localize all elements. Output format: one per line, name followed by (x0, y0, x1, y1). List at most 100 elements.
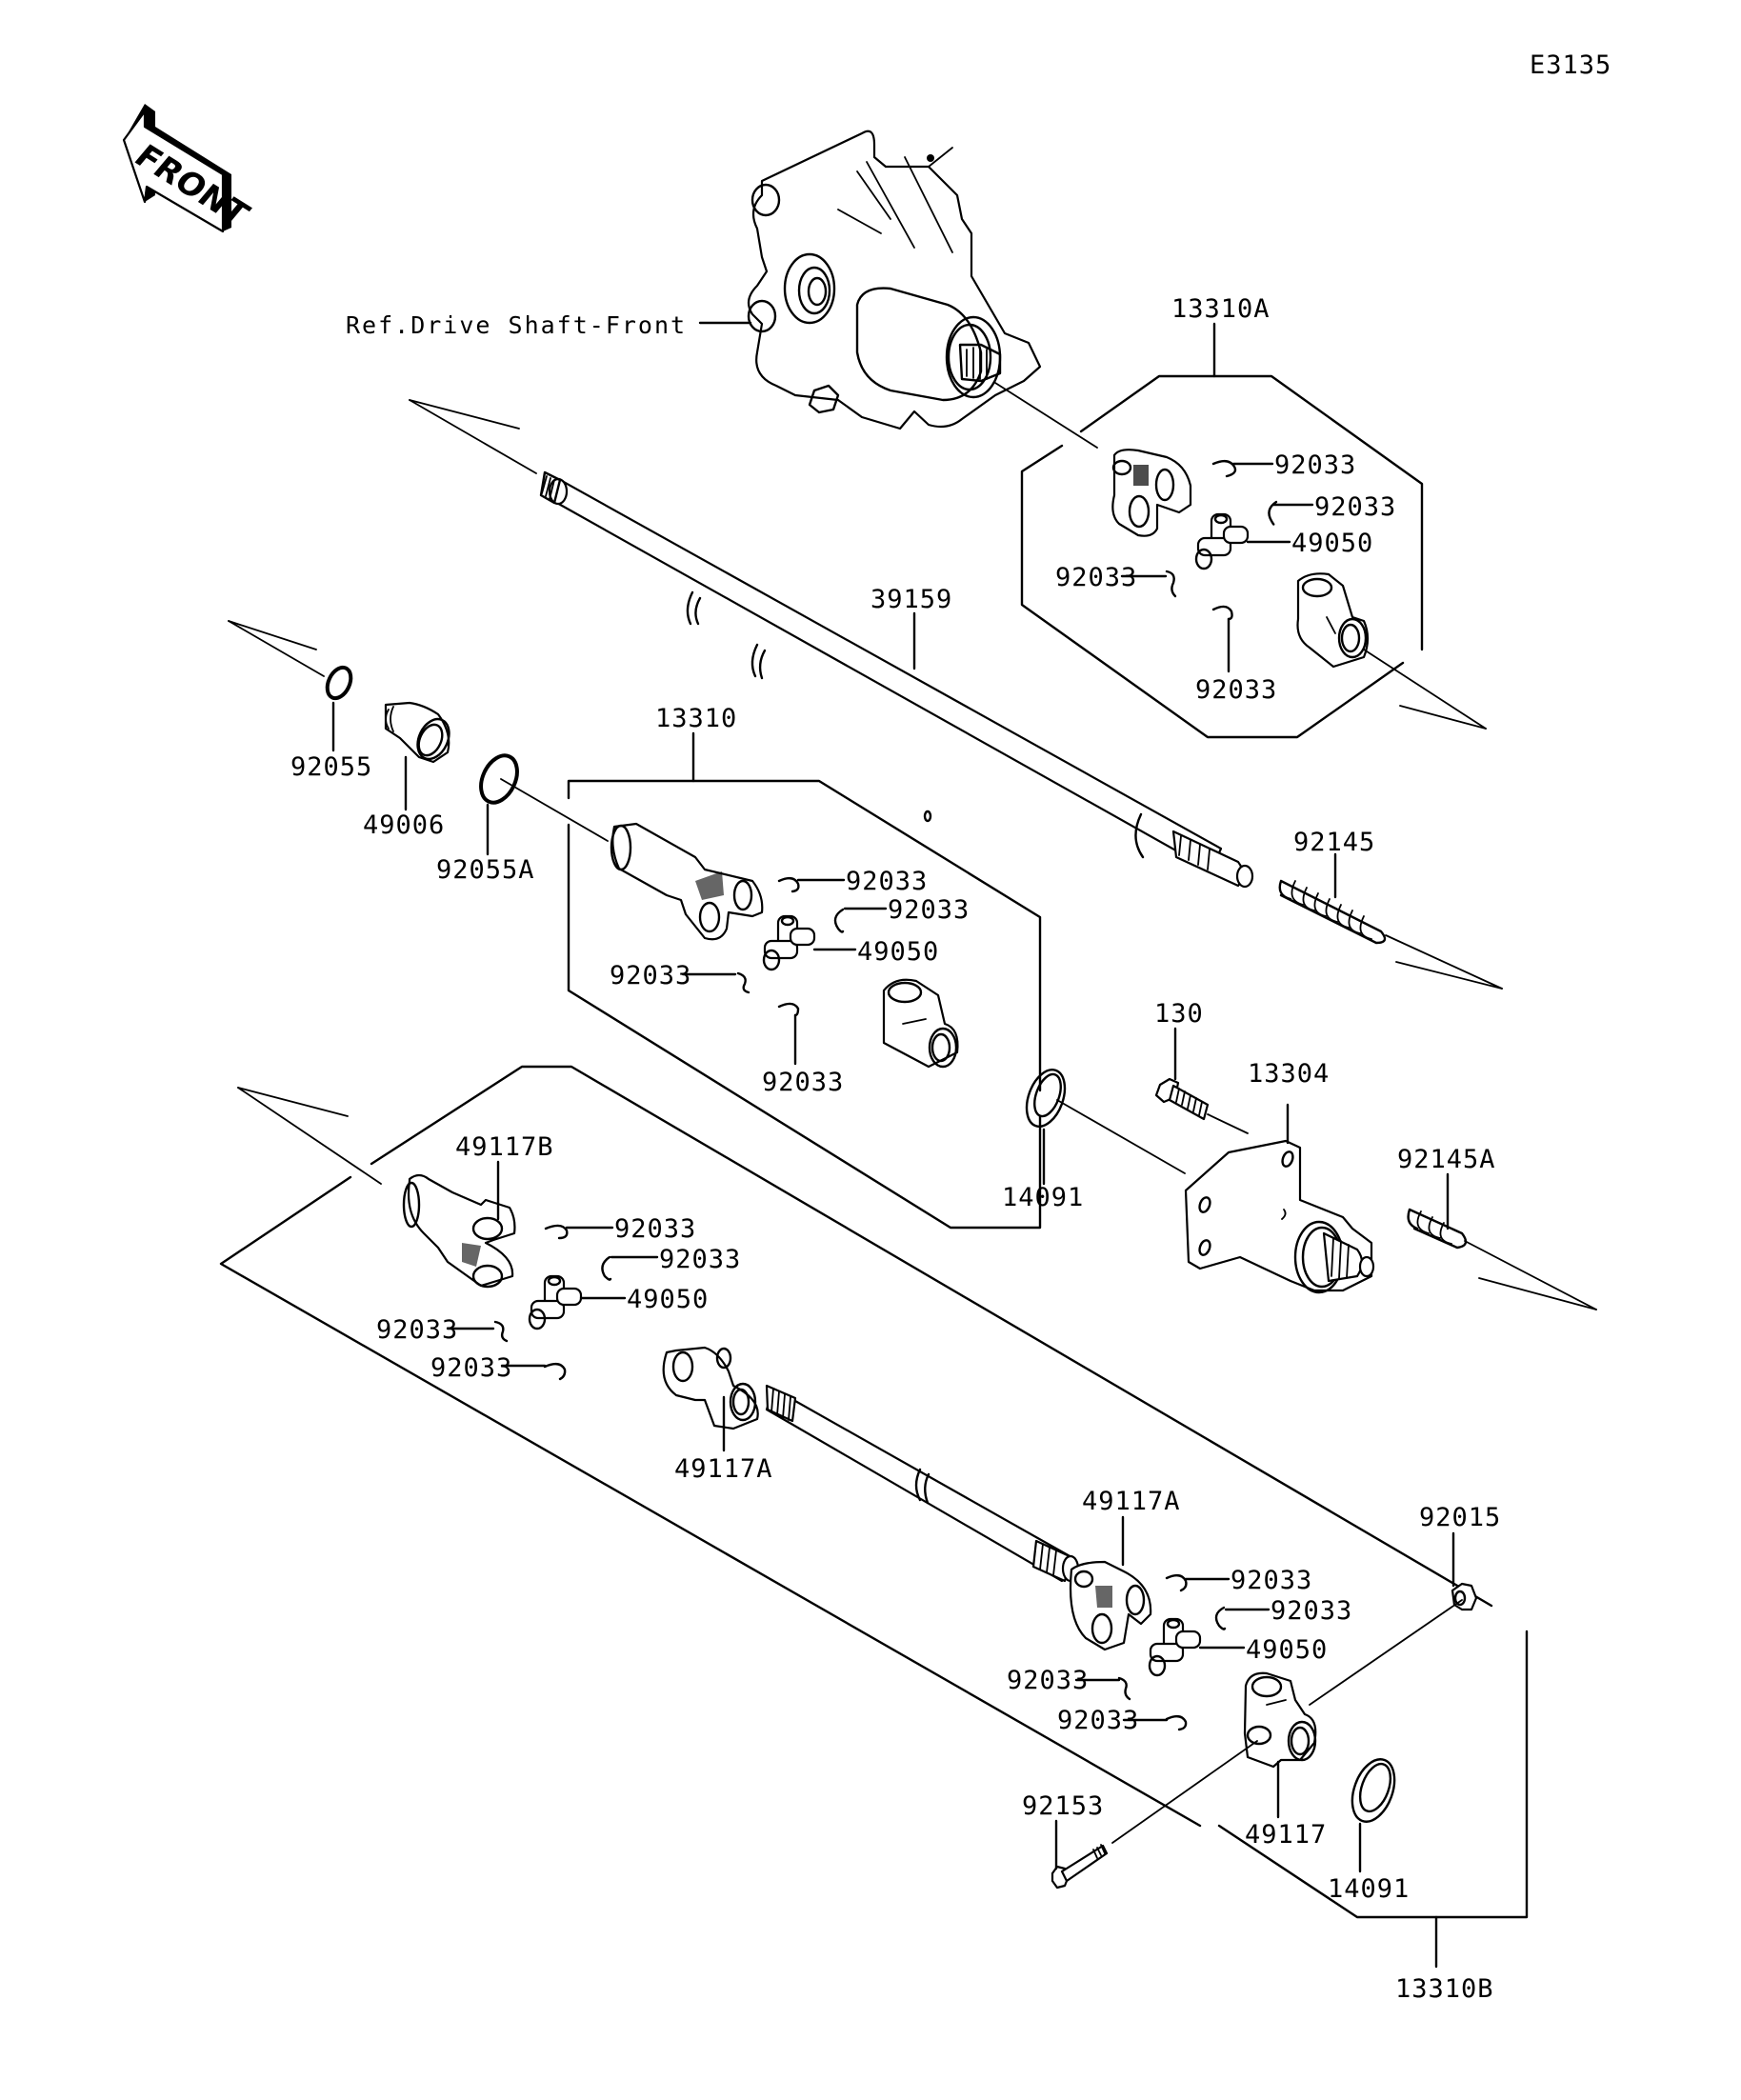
label-92033-u3: 92033 (1055, 563, 1137, 592)
shaft-39159 (539, 470, 1254, 889)
label-92145A: 92145A (1397, 1145, 1496, 1174)
label-92033-r1: 92033 (1231, 1566, 1312, 1595)
yoke-49117A-left (662, 1346, 759, 1430)
circlip-icon (544, 1224, 569, 1240)
label-49117A-left: 49117A (674, 1454, 773, 1484)
guide-line (228, 620, 317, 650)
guide-line (237, 1087, 349, 1117)
washer-14091-middle (1025, 1069, 1067, 1128)
nut-92015 (1451, 1582, 1478, 1611)
label-92033-u2: 92033 (1314, 492, 1396, 522)
yoke-13310-right (882, 978, 959, 1069)
label-92033-r4: 92033 (1057, 1706, 1139, 1735)
label-92015: 92015 (1419, 1503, 1501, 1532)
circlip-icon (543, 1362, 567, 1381)
guide-line (1363, 649, 1487, 730)
circlip-icon (1117, 1676, 1131, 1701)
label-92033-l2: 92033 (659, 1245, 741, 1274)
yoke-13310A-right (1296, 572, 1370, 669)
label-14091-middle: 14091 (1002, 1183, 1084, 1212)
label-92033-r2: 92033 (1271, 1596, 1352, 1626)
label-92055: 92055 (290, 752, 372, 782)
label-92033-l1: 92033 (614, 1214, 696, 1244)
label-92153: 92153 (1022, 1791, 1104, 1821)
yoke-49117 (1243, 1671, 1317, 1769)
label-92033-u1: 92033 (1274, 450, 1356, 480)
circlip-icon (1214, 1606, 1227, 1630)
guide-line (409, 399, 520, 430)
label-13310: 13310 (655, 704, 737, 733)
label-49050-lower-left: 49050 (627, 1285, 709, 1314)
assembly-frame-13310B (219, 1065, 1529, 1969)
yoke-13310A-left (1111, 449, 1192, 537)
label-92033-m2: 92033 (888, 895, 970, 925)
label-49117B: 49117B (455, 1132, 554, 1162)
slip-yoke-13310 (610, 822, 764, 941)
label-39159: 39159 (870, 585, 952, 614)
circlip-icon (777, 876, 800, 893)
guide-line (1395, 961, 1503, 990)
reference-label: Ref.Drive Shaft-Front (346, 311, 687, 339)
bolt-130 (1154, 1077, 1210, 1121)
spring-92145A (1407, 1208, 1468, 1250)
spider-49050-lower-right (1148, 1617, 1202, 1677)
label-13310A: 13310A (1171, 294, 1271, 324)
boot-49006 (384, 701, 450, 764)
circlip-icon (777, 1002, 800, 1017)
circlip-icon (1211, 605, 1233, 621)
spider-49050-middle (762, 914, 816, 971)
yoke-49117B (402, 1173, 516, 1289)
guide-line (994, 382, 1098, 449)
circlip-icon (601, 1255, 612, 1281)
label-92033-m1: 92033 (846, 867, 928, 896)
label-49050-lower-right: 49050 (1246, 1635, 1328, 1665)
guide-line (1111, 1740, 1258, 1844)
label-49050-upper: 49050 (1291, 529, 1373, 558)
figure-code: E3135 (1530, 50, 1611, 80)
label-92033-l3: 92033 (376, 1315, 458, 1345)
label-130: 130 (1154, 999, 1204, 1029)
guide-line (228, 620, 325, 677)
label-49006: 49006 (363, 810, 445, 840)
label-92033-m4: 92033 (762, 1068, 844, 1097)
label-92055A: 92055A (436, 855, 535, 885)
circlip-icon (833, 908, 845, 933)
assembly-frame-13310 (567, 731, 1042, 1230)
circlip-icon (1165, 1714, 1188, 1731)
label-13310B: 13310B (1395, 1974, 1494, 2004)
label-49117: 49117 (1245, 1820, 1327, 1850)
guide-line (1385, 934, 1503, 990)
label-14091-lower: 14091 (1328, 1874, 1410, 1904)
housing-13304 (1184, 1139, 1375, 1294)
bolt-92153 (1051, 1844, 1109, 1890)
label-92033-m3: 92033 (610, 961, 691, 990)
guide-line (1478, 1277, 1597, 1310)
guide-line (1309, 1599, 1463, 1706)
label-92033-l4: 92033 (430, 1353, 512, 1383)
guide-line (1399, 705, 1487, 730)
guide-line (409, 399, 537, 474)
circlip-icon (1268, 500, 1278, 526)
label-92033-r3: 92033 (1007, 1666, 1089, 1695)
front-arrow-icon: FRONT (122, 104, 257, 233)
label-49050-middle: 49050 (857, 937, 939, 967)
spider-49050-lower-left (528, 1274, 583, 1330)
o-ring-92055 (325, 665, 353, 701)
shaft-lower (765, 1384, 1080, 1583)
circlip-icon (1211, 459, 1237, 478)
label-92145: 92145 (1293, 828, 1375, 857)
guide-line (1207, 1113, 1249, 1134)
front-gearcase (747, 130, 1042, 430)
label-49117A-right: 49117A (1082, 1487, 1181, 1516)
guide-line (1464, 1240, 1597, 1310)
guide-line (1056, 1099, 1186, 1174)
yoke-49117A-right (1069, 1560, 1152, 1651)
guide-line (500, 778, 609, 842)
assembly-frame-13310A (1020, 322, 1424, 739)
spider-49050-upper (1194, 512, 1250, 570)
circlip-icon (736, 971, 750, 994)
spring-92145 (1278, 879, 1387, 945)
circlip-icon (1165, 1573, 1188, 1592)
label-92033-u4: 92033 (1195, 675, 1277, 705)
